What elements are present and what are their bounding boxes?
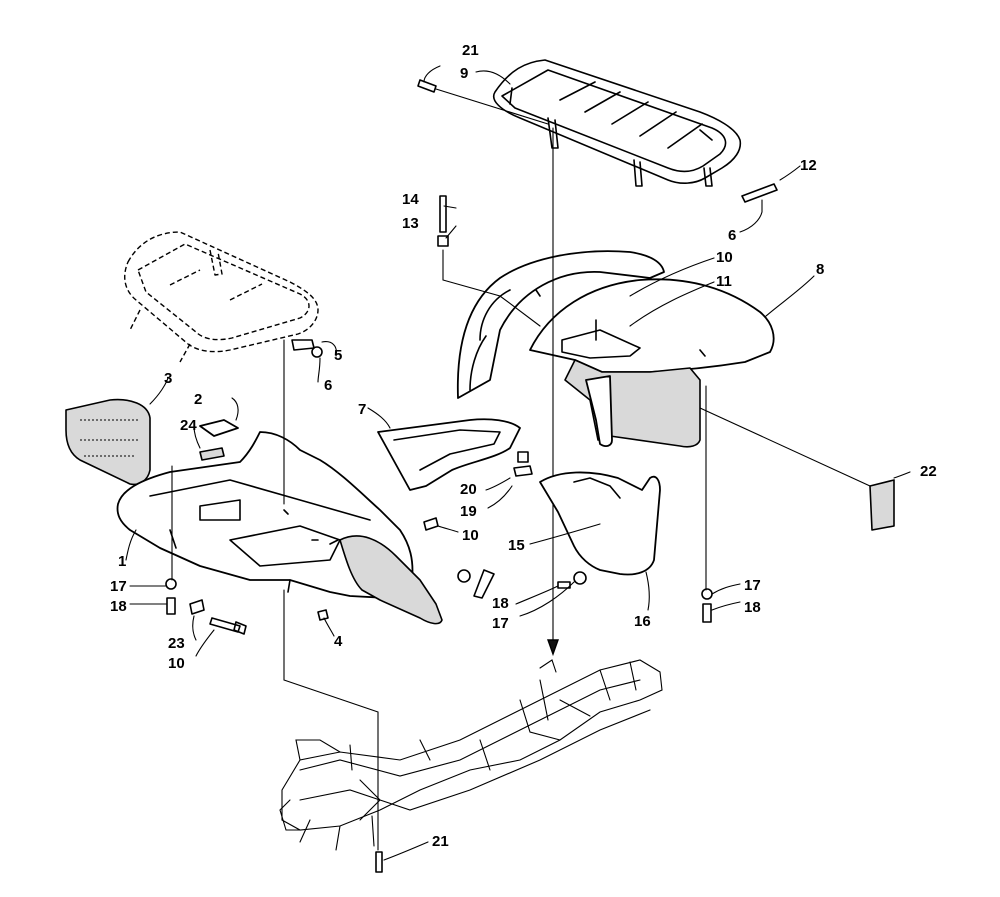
rear-rack-part-9 <box>493 59 742 187</box>
callout-20: 20 <box>460 481 477 498</box>
callout-16: 16 <box>634 613 651 630</box>
hardware-part-19-20 <box>485 451 533 509</box>
seat-part-3 <box>65 377 169 486</box>
callout-5: 5 <box>334 347 342 364</box>
callout-2: 2 <box>194 391 202 408</box>
hardware-part-17-18-middle <box>457 569 587 617</box>
callout-18-right: 18 <box>744 599 761 616</box>
callout-17-right: 17 <box>744 577 761 594</box>
front-fender-part-1 <box>116 431 443 625</box>
rear-fender-part-8 <box>456 250 775 448</box>
callout-10-rear-fender: 10 <box>716 249 733 266</box>
bolt-part-21-top <box>417 79 549 125</box>
bolt-part-10-middle <box>423 517 459 533</box>
callout-6-rack-pin: 6 <box>728 227 736 244</box>
callout-15: 15 <box>508 537 525 554</box>
callout-22: 22 <box>920 463 937 480</box>
cover-part-2 <box>199 397 239 437</box>
callout-17-front: 17 <box>110 578 127 595</box>
callout-23: 23 <box>168 635 185 652</box>
callout-17-middle: 17 <box>492 615 509 632</box>
callout-7: 7 <box>358 401 366 418</box>
front-rack-reference <box>124 231 319 363</box>
pin-part-12 <box>741 165 801 203</box>
screw-part-15 <box>529 523 601 545</box>
callout-19: 19 <box>460 503 477 520</box>
callout-3: 3 <box>164 370 172 387</box>
side-panel-part-7 <box>367 407 521 491</box>
callout-8: 8 <box>816 261 824 278</box>
callout-21-bottom: 21 <box>432 833 449 850</box>
assembly-line-front <box>171 339 379 851</box>
frame-reference <box>279 659 663 851</box>
callout-labels: 21 9 12 6 14 13 10 11 8 5 6 3 2 24 7 22 … <box>110 42 937 850</box>
callout-10-middle: 10 <box>462 527 479 544</box>
callout-4: 4 <box>334 633 343 650</box>
callout-21-top: 21 <box>462 42 479 59</box>
leader-lines <box>423 65 815 327</box>
decal-part-22 <box>699 407 911 531</box>
screw-part-4 <box>317 609 335 637</box>
callout-9: 9 <box>460 65 468 82</box>
callout-12: 12 <box>800 157 817 174</box>
callout-11: 11 <box>716 273 732 290</box>
stud-part-14 <box>437 195 541 327</box>
splash-guard-part-16 <box>539 471 661 611</box>
hardware-part-17-18-front <box>129 578 177 615</box>
callout-13: 13 <box>402 215 419 232</box>
bolt-part-21-bottom <box>375 841 429 873</box>
callout-24: 24 <box>180 417 197 434</box>
callout-14: 14 <box>402 191 419 208</box>
hardware-part-17-18-right <box>701 583 741 623</box>
callout-6-front-bracket: 6 <box>324 377 332 394</box>
callout-10-front: 10 <box>168 655 185 672</box>
bracket-part-5-6 <box>291 339 337 383</box>
callout-18-middle: 18 <box>492 595 509 612</box>
callout-1: 1 <box>118 553 126 570</box>
callout-18-front: 18 <box>110 598 127 615</box>
bolt-part-10-23-front <box>189 599 247 657</box>
bracket-part-24 <box>193 425 225 461</box>
assembly-line-rear <box>547 127 707 657</box>
